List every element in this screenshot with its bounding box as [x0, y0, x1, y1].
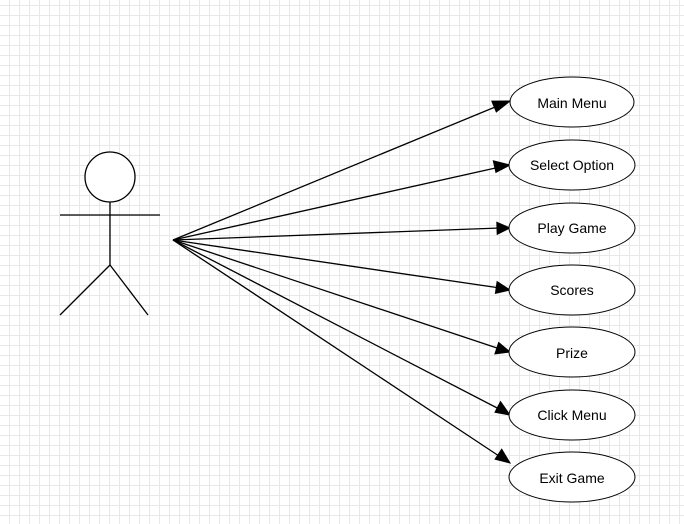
use-case-ellipse: [508, 389, 636, 441]
use-case-ellipse: [508, 326, 636, 378]
use-case-main-menu[interactable]: Main Menu: [509, 76, 635, 128]
use-case-label: Main Menu: [537, 95, 606, 111]
association-line: [172, 104, 501, 241]
association-play-game[interactable]: [172, 221, 512, 241]
use-case-select-option[interactable]: Select Option: [508, 139, 636, 191]
use-case-label: Click Menu: [537, 407, 606, 423]
use-case-label: Select Option: [530, 157, 614, 173]
use-cases: Main Menu Select Option Play Game Scores…: [508, 76, 636, 503]
arrowhead: [494, 280, 512, 295]
arrowhead: [491, 100, 512, 113]
actor[interactable]: [59, 151, 160, 316]
actor-left-leg: [59, 264, 111, 316]
association-line: [172, 239, 503, 459]
use-case-click-menu[interactable]: Click Menu: [508, 389, 636, 441]
use-case-exit-game[interactable]: Exit Game: [508, 451, 636, 503]
actor-head: [84, 151, 136, 203]
association-line: [172, 166, 501, 241]
use-case-ellipse: [508, 451, 636, 503]
association-main-menu[interactable]: [172, 100, 512, 241]
actor-right-leg: [109, 264, 149, 316]
use-case-scores[interactable]: Scores: [508, 264, 636, 316]
use-case-prize[interactable]: Prize: [508, 326, 636, 378]
arrowhead: [492, 160, 512, 174]
arrowhead: [494, 448, 512, 464]
association-scores[interactable]: [172, 239, 512, 295]
arrowhead: [494, 341, 512, 355]
use-case-ellipse: [509, 76, 635, 128]
association-line: [172, 239, 501, 350]
use-case-ellipse: [508, 264, 636, 316]
association-prize[interactable]: [172, 239, 512, 355]
use-case-label: Scores: [550, 282, 594, 298]
association-line: [172, 239, 502, 411]
association-exit-game[interactable]: [172, 239, 512, 464]
use-case-label: Exit Game: [539, 470, 605, 486]
arrowhead: [494, 400, 512, 416]
association-select-option[interactable]: [172, 160, 512, 241]
use-case-label: Play Game: [537, 220, 606, 236]
arrowhead: [496, 221, 512, 236]
use-case-ellipse: [508, 202, 636, 254]
association-click-menu[interactable]: [172, 239, 512, 416]
use-case-play-game[interactable]: Play Game: [508, 202, 636, 254]
use-case-label: Prize: [556, 345, 588, 361]
use-case-ellipse: [508, 139, 636, 191]
association-line: [172, 239, 501, 289]
association-line: [172, 227, 501, 241]
associations: [172, 100, 512, 464]
